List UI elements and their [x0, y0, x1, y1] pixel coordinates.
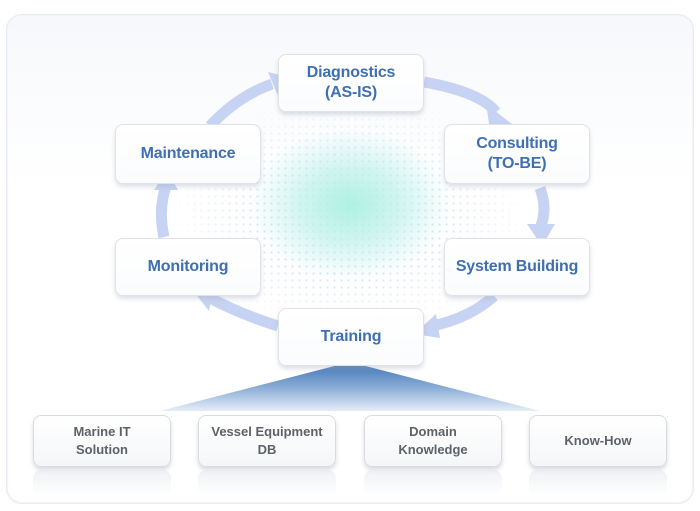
node-training: Training: [278, 308, 424, 366]
node-system-building: System Building: [444, 238, 590, 296]
reflection: [529, 470, 667, 496]
arrow-diagnostics-to-consulting: [423, 76, 501, 116]
reflection: [364, 470, 502, 496]
arrowhead-consulting: [486, 104, 512, 130]
node-monitoring: Monitoring: [115, 238, 261, 296]
arrow-monitoring-to-maintenance: [155, 184, 172, 239]
node-consulting: Consulting (TO-BE): [444, 124, 590, 184]
arrowhead-system-building: [527, 224, 555, 246]
reflection: [198, 470, 336, 496]
node-maintenance: Maintenance: [115, 124, 261, 184]
arrow-system-building-to-training: [430, 291, 498, 332]
foundation-domain-knowledge: Domain Knowledge: [364, 415, 502, 467]
arrow-maintenance-to-diagnostics: [205, 78, 274, 130]
arrow-training-to-monitoring: [207, 293, 280, 332]
support-pyramid: [160, 362, 540, 411]
arrow-consulting-to-system-building: [534, 186, 550, 231]
foundation-know-how: Know-How: [529, 415, 667, 467]
center-glow: [250, 130, 450, 280]
foundation-vessel-equipment-db: Vessel Equipment DB: [198, 415, 336, 467]
node-diagnostics: Diagnostics (AS-IS): [278, 54, 424, 112]
foundation-marine-it-solution: Marine IT Solution: [33, 415, 171, 467]
reflection: [33, 470, 171, 496]
